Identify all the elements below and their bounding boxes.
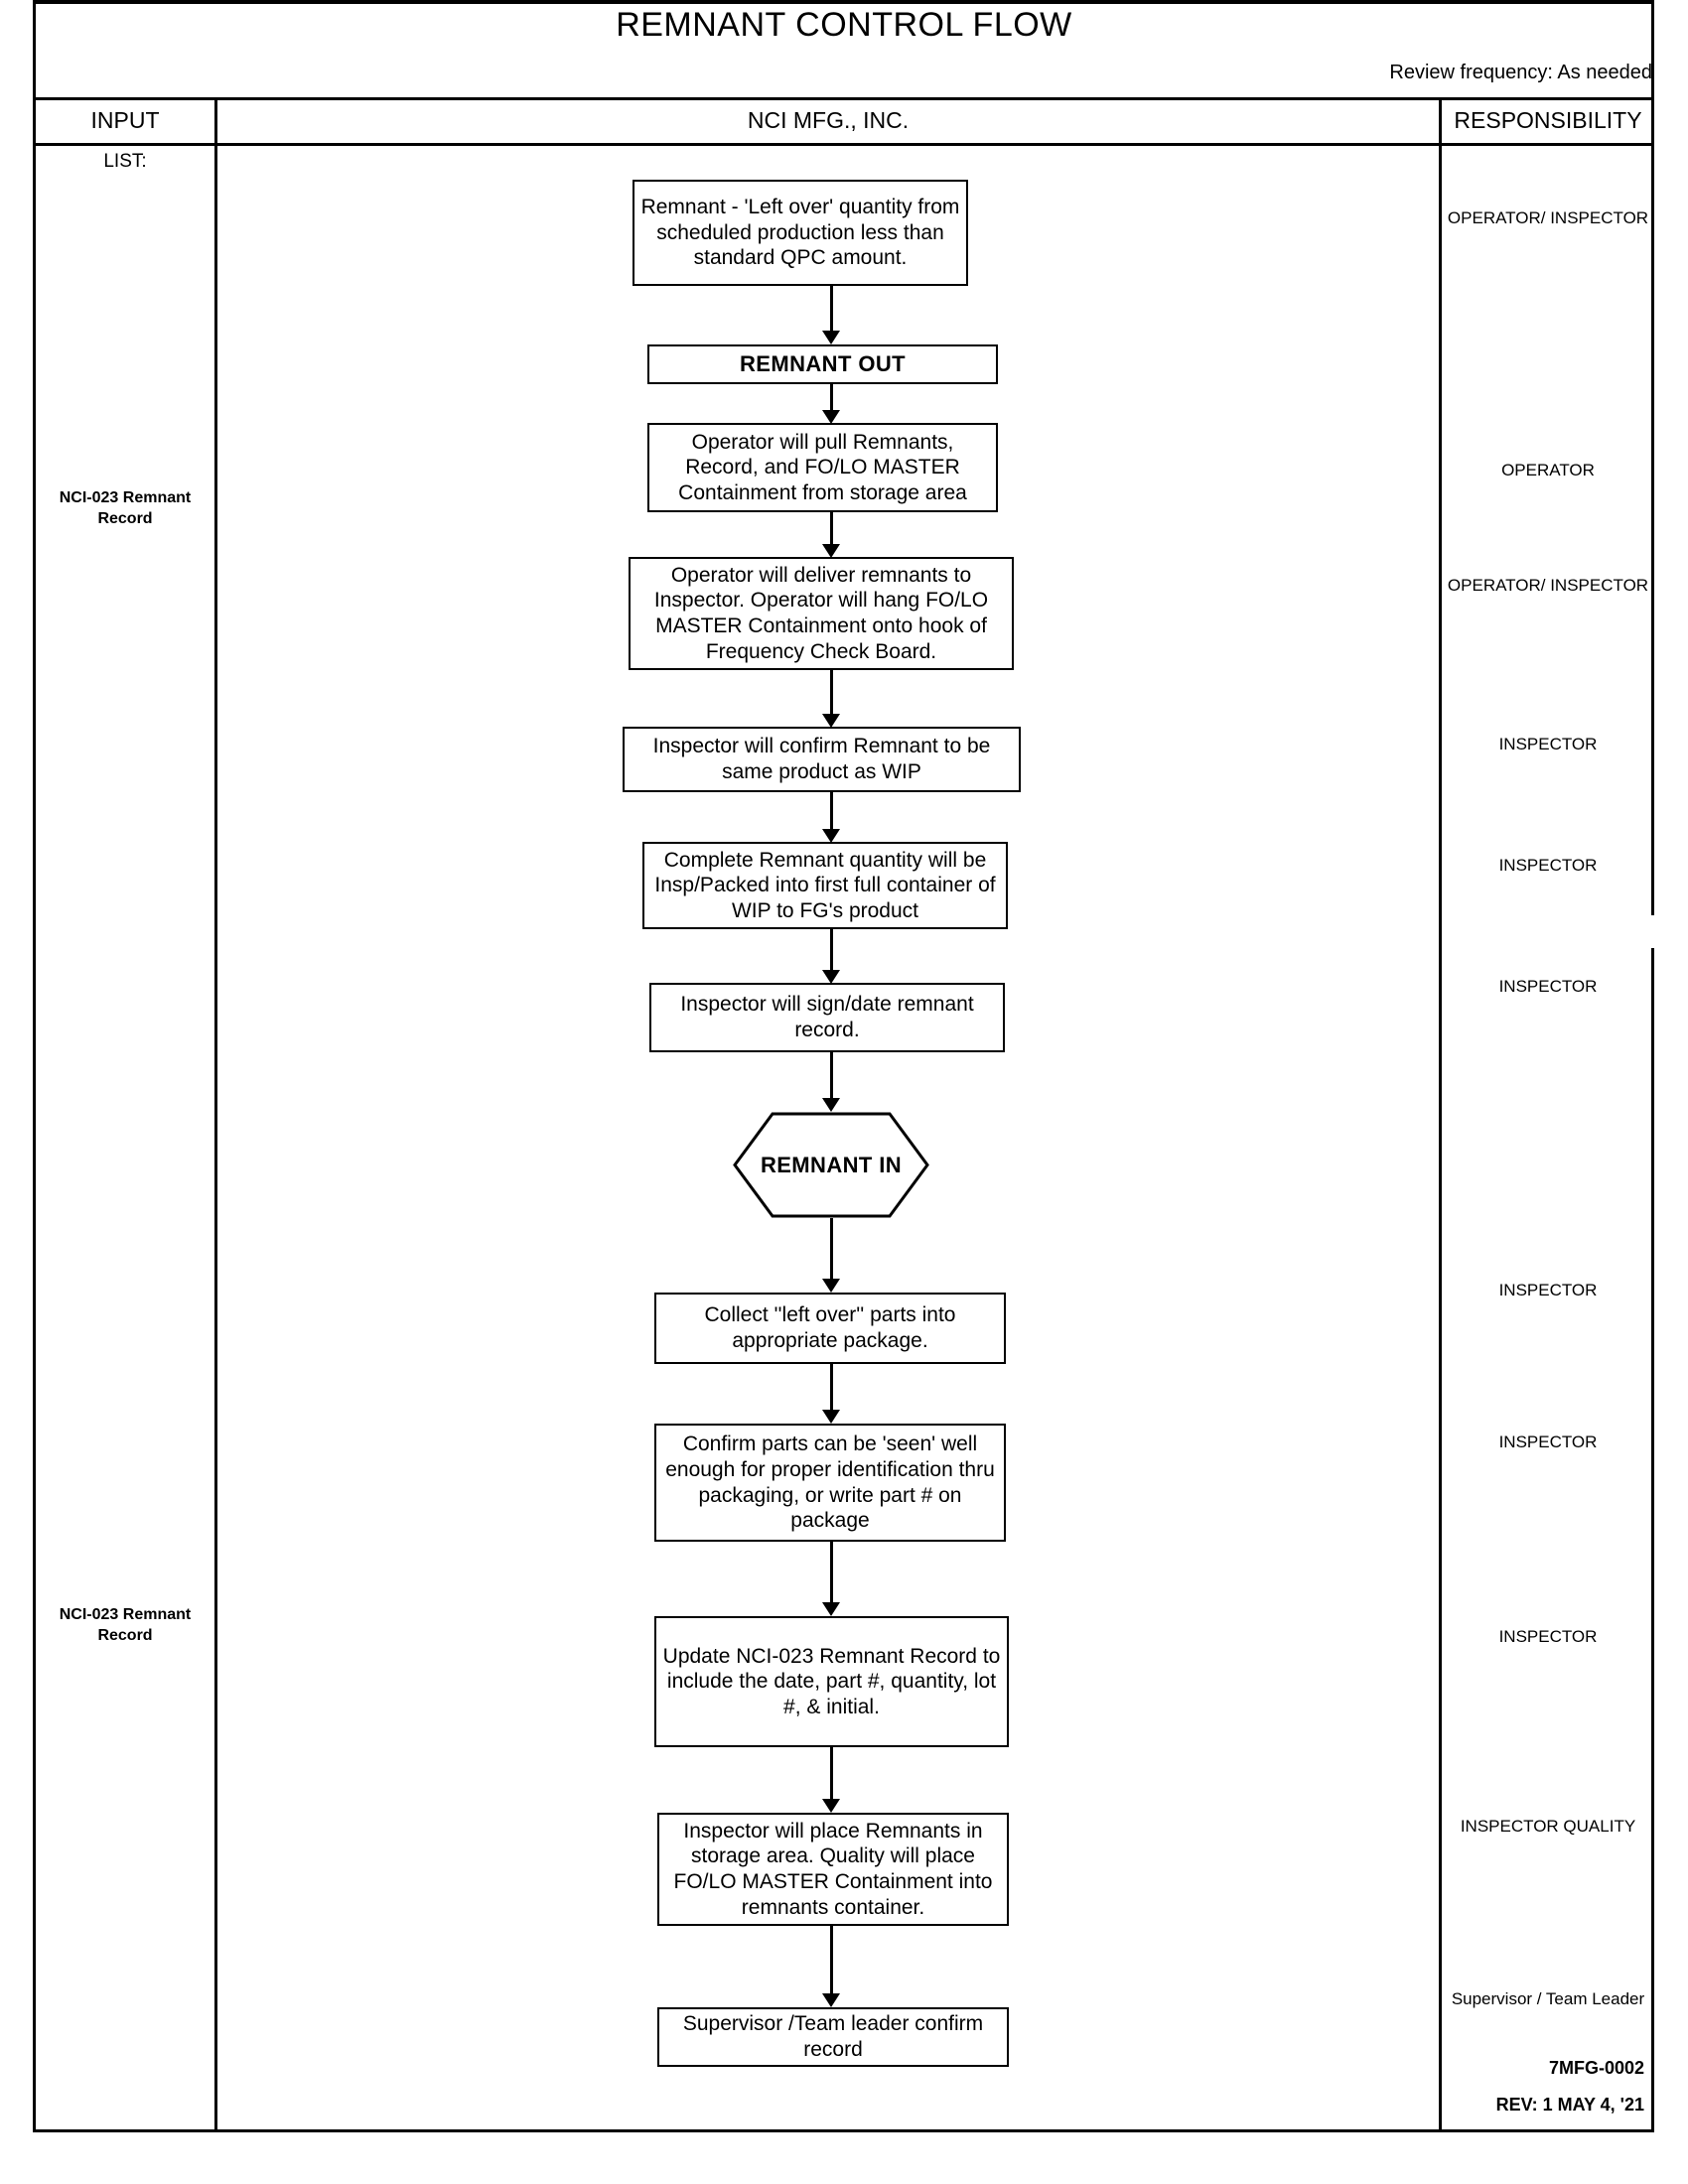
table-border-top [33, 0, 1654, 4]
responsibility-2: OPERATOR [1501, 461, 1595, 479]
arrowhead-12 [822, 1993, 840, 2007]
arrowhead-10 [822, 1602, 840, 1616]
connector-2 [830, 384, 833, 410]
responsibility-8: INSPECTOR [1498, 1433, 1598, 1451]
arrowhead-8 [822, 1279, 840, 1293]
connector-1 [830, 286, 833, 331]
column-header-responsibility: RESPONSIBILITY [1454, 107, 1642, 133]
review-frequency: Review frequency: As needed [1389, 62, 1652, 83]
arrowhead-6 [822, 970, 840, 984]
flow-node-operator-pull-remnants[interactable]: Operator will pull Remnants, Record, and… [647, 423, 998, 512]
connector-9 [830, 1364, 833, 1410]
connector-7 [830, 1052, 833, 1098]
arrowhead-7 [822, 1098, 840, 1112]
connector-10 [830, 1542, 833, 1602]
flow-node-confirm-parts-visible[interactable]: Confirm parts can be 'seen' well enough … [654, 1424, 1006, 1542]
flow-node-inspector-sign-date[interactable]: Inspector will sign/date remnant record. [649, 983, 1005, 1052]
responsibility-1: OPERATOR/ INSPECTOR [1447, 208, 1649, 227]
connector-4 [830, 670, 833, 714]
arrowhead-9 [822, 1410, 840, 1424]
flow-node-inspector-confirm-product[interactable]: Inspector will confirm Remnant to be sam… [623, 727, 1021, 792]
table-border-right-upper [1651, 0, 1654, 915]
document-number: 7MFG-0002 [1548, 2058, 1644, 2078]
flow-node-update-remnant-record[interactable]: Update NCI-023 Remnant Record to include… [654, 1616, 1009, 1747]
header-rule-upper [33, 97, 1654, 100]
arrowhead-1 [822, 331, 840, 344]
flow-node-remnant-packed-container[interactable]: Complete Remnant quantity will be Insp/P… [642, 842, 1008, 929]
responsibility-4: INSPECTOR [1498, 735, 1598, 753]
header-rule-lower [33, 143, 1654, 146]
connector-12 [830, 1926, 833, 1993]
responsibility-5: INSPECTOR [1498, 856, 1598, 875]
table-border-right-lower [1651, 948, 1654, 2132]
table-border-bottom [33, 2129, 1654, 2132]
flow-node-place-remnants-storage[interactable]: Inspector will place Remnants in storage… [657, 1813, 1009, 1926]
hexagon-shape [733, 1112, 929, 1218]
responsibility-7: INSPECTOR [1498, 1281, 1598, 1299]
flow-node-collect-leftover-parts[interactable]: Collect ''left over'' parts into appropr… [654, 1293, 1006, 1364]
flow-node-remnant-in-label: REMNANT IN [760, 1152, 903, 1177]
flow-node-remnant-out[interactable]: REMNANT OUT [647, 344, 998, 384]
input-entry-record-1: NCI-023 Remnant Record [59, 489, 192, 527]
flow-node-operator-deliver-remnants[interactable]: Operator will deliver remnants to Inspec… [629, 557, 1014, 670]
column-header-input: INPUT [90, 107, 160, 133]
responsibility-9: INSPECTOR [1498, 1627, 1598, 1646]
input-list-label: LIST: [103, 151, 147, 172]
arrowhead-11 [822, 1799, 840, 1813]
connector-5 [830, 792, 833, 829]
responsibility-3: OPERATOR/ INSPECTOR [1447, 576, 1649, 595]
responsibility-6: INSPECTOR [1498, 977, 1598, 996]
column-header-main: NCI MFG., INC. [747, 107, 910, 133]
flow-node-supervisor-confirm-record[interactable]: Supervisor /Team leader confirm record [657, 2007, 1009, 2067]
connector-11 [830, 1747, 833, 1799]
arrowhead-3 [822, 544, 840, 558]
connector-6 [830, 929, 833, 970]
column-divider-responsibility [1439, 97, 1442, 2132]
responsibility-11: Supervisor / Team Leader [1451, 1989, 1645, 2008]
flow-node-remnant-definition[interactable]: Remnant - 'Left over' quantity from sche… [633, 180, 968, 286]
connector-8 [830, 1218, 833, 1279]
arrowhead-4 [822, 714, 840, 728]
connector-3 [830, 512, 833, 544]
responsibility-10: INSPECTOR QUALITY [1460, 1817, 1636, 1836]
flow-node-remnant-in[interactable]: REMNANT IN [733, 1112, 929, 1218]
document-revision: REV: 1 MAY 4, '21 [1495, 2095, 1644, 2115]
page-title: REMNANT CONTROL FLOW [616, 6, 1072, 44]
arrowhead-2 [822, 410, 840, 424]
column-divider-input [214, 97, 217, 2132]
table-border-left [33, 0, 36, 2132]
arrowhead-5 [822, 829, 840, 843]
input-entry-record-2: NCI-023 Remnant Record [59, 1606, 192, 1644]
